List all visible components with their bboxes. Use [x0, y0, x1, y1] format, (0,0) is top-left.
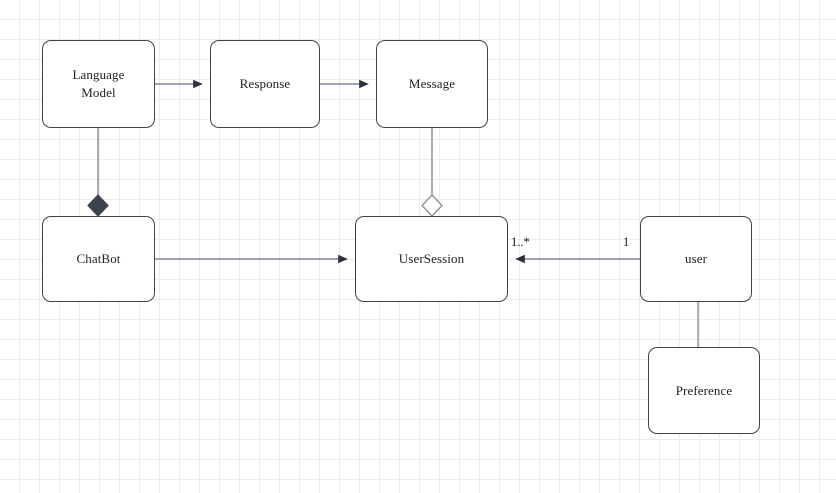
node-preference[interactable]: Preference: [648, 347, 760, 434]
node-chatbot[interactable]: ChatBot: [42, 216, 155, 302]
edge-language-model-to-chatbot: [87, 128, 109, 217]
node-language-model[interactable]: Language Model: [42, 40, 155, 128]
composition-diamond-icon: [87, 194, 109, 217]
edge-message-to-usersession: [421, 128, 443, 217]
node-label-message: Message: [408, 76, 456, 92]
multiplicity-usersession: 1..*: [511, 235, 530, 249]
node-response[interactable]: Response: [210, 40, 320, 128]
node-label-preference: Preference: [675, 382, 733, 398]
node-usersession[interactable]: UserSession: [355, 216, 508, 302]
node-label-chatbot: ChatBot: [76, 251, 121, 267]
node-user[interactable]: user: [640, 216, 752, 302]
node-label-language-model: Language Model: [72, 67, 125, 100]
node-label-usersession: UserSession: [398, 251, 465, 267]
node-label-user: user: [684, 251, 708, 267]
node-label-response: Response: [239, 76, 291, 92]
aggregation-diamond-icon: [421, 194, 443, 217]
multiplicity-user: 1: [623, 235, 630, 249]
node-message[interactable]: Message: [376, 40, 488, 128]
